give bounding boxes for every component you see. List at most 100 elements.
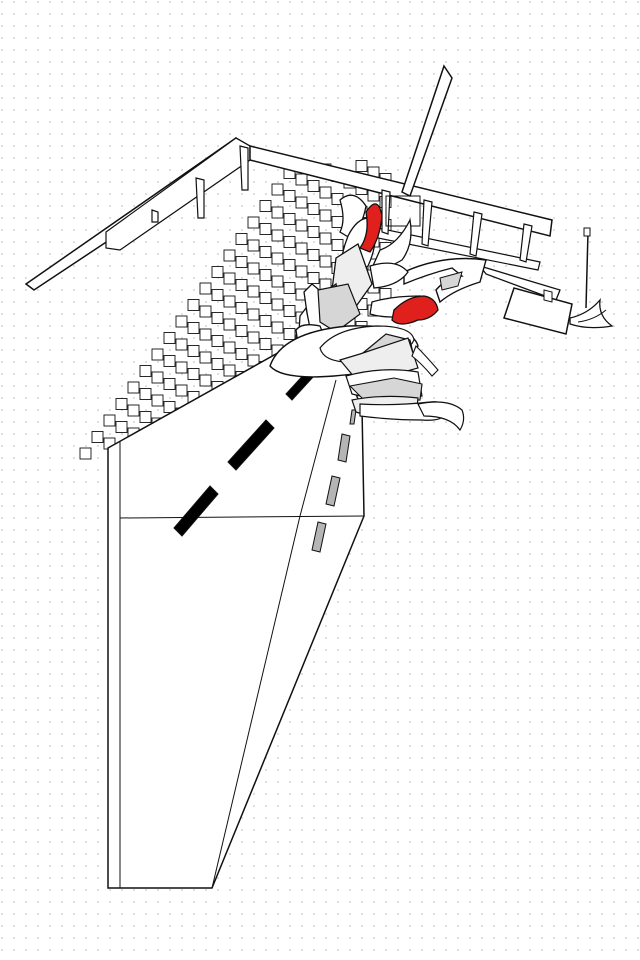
facade-square [283,259,296,271]
facade-square [139,365,152,377]
facade-square [283,213,296,225]
facade-square [211,358,224,370]
facade-square [175,315,188,328]
facade-square [271,229,284,242]
facade-square [283,305,296,317]
facade-square [331,239,344,251]
hook-arm [403,257,487,304]
facade-square [271,183,284,196]
facade-square [331,216,344,228]
facade-square [247,285,260,298]
facade-square [235,233,248,245]
diagonal-pole [401,64,453,198]
facade-square [115,398,128,410]
gray-dash-marks [311,409,357,553]
facade-square [163,378,176,390]
black-dash-marks [173,369,315,537]
facade-square [283,236,296,248]
facade-square [259,246,272,258]
facade-square [91,431,104,443]
facade-square [163,332,176,344]
facade-square [247,262,260,275]
facade-square [247,239,260,252]
sculptural-cluster [269,194,465,432]
facade-square [235,348,248,360]
facade-square [199,374,212,387]
facade-square [79,447,92,460]
facade-square [283,190,296,202]
facade-square [271,206,284,219]
facade-square [223,341,236,354]
roof-panel [24,137,381,291]
facade-square [223,272,236,285]
facade-square [295,219,308,232]
facade-square [187,322,200,334]
facade-square [223,318,236,331]
facade-square [247,331,260,344]
facade-square [199,328,212,341]
facade-square [187,368,200,380]
facade-square [283,282,296,294]
facade-square [355,160,368,172]
facade-square [259,269,272,281]
facade-square [271,252,284,265]
rail-frame [249,145,553,271]
facade-square [103,414,116,427]
facade-square [187,299,200,311]
facade-square [139,411,152,423]
facade-square [271,275,284,288]
facade-square [235,256,248,268]
facade-square [271,321,284,334]
facade-square [163,401,176,413]
facade-square [259,200,272,212]
facade-square [235,325,248,337]
facade-square [295,242,308,255]
facade-square [151,371,164,384]
facade-square [175,384,188,397]
facade-square [199,305,212,318]
facade-square [187,345,200,357]
facade-square [307,180,320,192]
hook-arm-shade [439,271,463,291]
facade-square [235,302,248,314]
facade-square [271,298,284,311]
facade-square [259,292,272,304]
facade-square [115,421,128,433]
facade-square [259,338,272,350]
facade-square [259,315,272,327]
facade-square [151,348,164,361]
facade-square [319,186,332,199]
facade-square [211,312,224,324]
facade-square [295,196,308,209]
facade-square [247,308,260,321]
facade-square [319,255,332,268]
cart-assembly [478,227,614,335]
facade-square [151,394,164,407]
main-body [107,324,365,889]
facade-square [199,282,212,295]
facade-square [295,173,308,186]
facade-square [223,249,236,262]
facade-square [175,361,188,374]
facade-square [259,223,272,235]
facade-square [307,249,320,261]
facade-square [211,335,224,347]
facade-square [319,209,332,222]
facade-square [163,355,176,367]
facade-square [199,351,212,364]
facade-square [175,338,188,351]
facade-square [307,272,320,284]
facade-square [235,279,248,291]
facade-square [307,226,320,238]
facade-square [127,404,140,417]
facade-square [307,203,320,215]
facade-square [319,232,332,245]
facade-square [127,381,140,394]
facade-square [211,289,224,301]
facade-square [295,265,308,278]
facade-square [223,295,236,308]
facade-square [223,364,236,377]
facade-square [211,266,224,278]
